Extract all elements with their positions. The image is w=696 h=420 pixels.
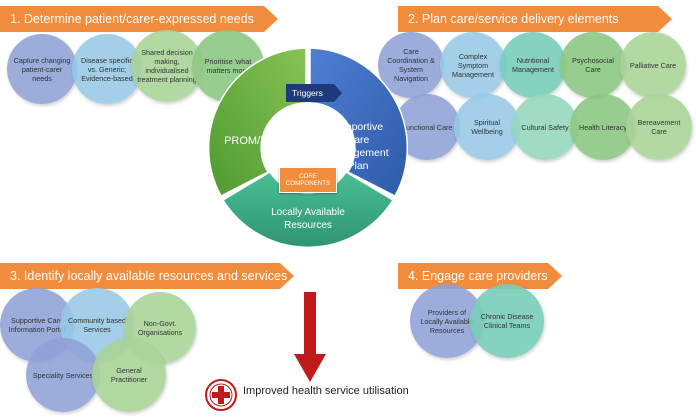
need-circle-shared: Shared decision making, individualised t… xyxy=(131,30,203,102)
care-circle-bereavement: Bereavement Care xyxy=(626,94,692,160)
triggers-arrow: Triggers xyxy=(286,84,342,102)
care-circle-literacy: Health Literacy xyxy=(570,94,636,160)
local-label-line1: Locally Available xyxy=(271,207,345,218)
banner-plan-care: 2. Plan care/service delivery elements xyxy=(398,6,672,32)
care-circle-spiritual: Spiritual Wellbeing xyxy=(454,94,520,160)
care-circle-coordination: Care Coordination & System Navigation xyxy=(378,32,444,98)
plan-label-line3: Management xyxy=(327,147,388,159)
medical-cross-icon xyxy=(205,379,237,411)
core-cycle-diagram: PROM/PREM Supportive Care Management Pla… xyxy=(207,47,409,248)
resource-circle-speciality: Speciality Services xyxy=(26,338,100,412)
prom-segment xyxy=(207,47,307,197)
outcome-text: Improved health service utilisation xyxy=(243,385,409,397)
banner-determine-needs: 1. Determine patient/carer-expressed nee… xyxy=(0,6,278,32)
banner-identify-resources: 3. Identify locally available resources … xyxy=(0,263,294,289)
down-arrow-icon xyxy=(294,292,326,382)
care-circle-psychosocial: Psychosocial Care xyxy=(560,32,626,98)
core-components-box: CORE COMPONENTS xyxy=(279,167,337,193)
plan-label-line4: Plan xyxy=(347,160,368,172)
local-label-line2: Resources xyxy=(284,220,332,231)
resource-circle-gp: General Practitioner xyxy=(92,338,166,412)
plan-label-line2: Care xyxy=(347,134,370,146)
care-circle-cultural: Cultural Safety xyxy=(512,94,578,160)
need-circle-capture: Capture changing patient-carer needs xyxy=(7,34,77,104)
provider-circle-chronic: Chronic Disease Clinical Teams xyxy=(470,284,544,358)
need-circle-disease: Disease specific vs. Generic; Evidence-b… xyxy=(72,34,142,104)
prom-label: PROM/PREM xyxy=(224,135,292,147)
banner-engage-providers: 4. Engage care providers xyxy=(398,263,562,289)
care-circle-symptom: Complex Symptom Management xyxy=(440,32,506,98)
care-circle-nutrition: Nutritional Management xyxy=(500,32,566,98)
plan-label-line1: Supportive xyxy=(333,121,383,133)
care-circle-palliative: Palliative Care xyxy=(620,32,686,98)
